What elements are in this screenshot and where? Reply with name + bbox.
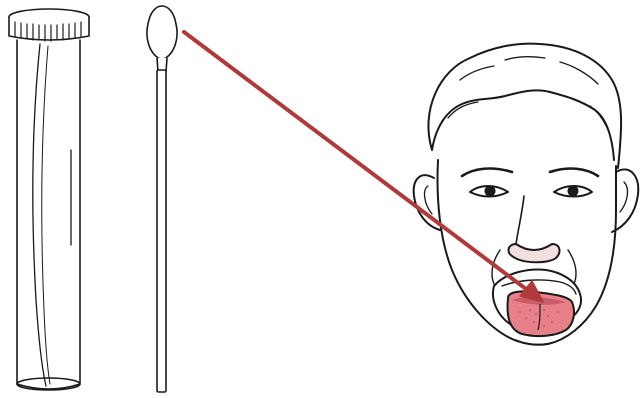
swab-stick (157, 70, 166, 392)
cotton-swab-icon (147, 6, 177, 392)
face-hair (428, 44, 621, 168)
arrow-shaft (184, 32, 530, 292)
face-left-eyebrow (462, 169, 512, 176)
specimen-tube-icon (9, 9, 89, 390)
tube-reflection (33, 44, 46, 386)
face-right-ear-inner (620, 182, 627, 212)
tube-reflection-2 (42, 46, 50, 384)
face-hair-strands (448, 57, 608, 130)
face-left-pupil (486, 187, 495, 196)
face-left-ear-inner (425, 186, 432, 214)
face-nose (509, 244, 560, 262)
swab-cotton-tip (147, 6, 177, 60)
face-nose-bridge (516, 196, 524, 244)
face-right-eyebrow (550, 169, 598, 176)
arrow-icon (184, 32, 543, 302)
face-right-pupil (569, 187, 578, 196)
